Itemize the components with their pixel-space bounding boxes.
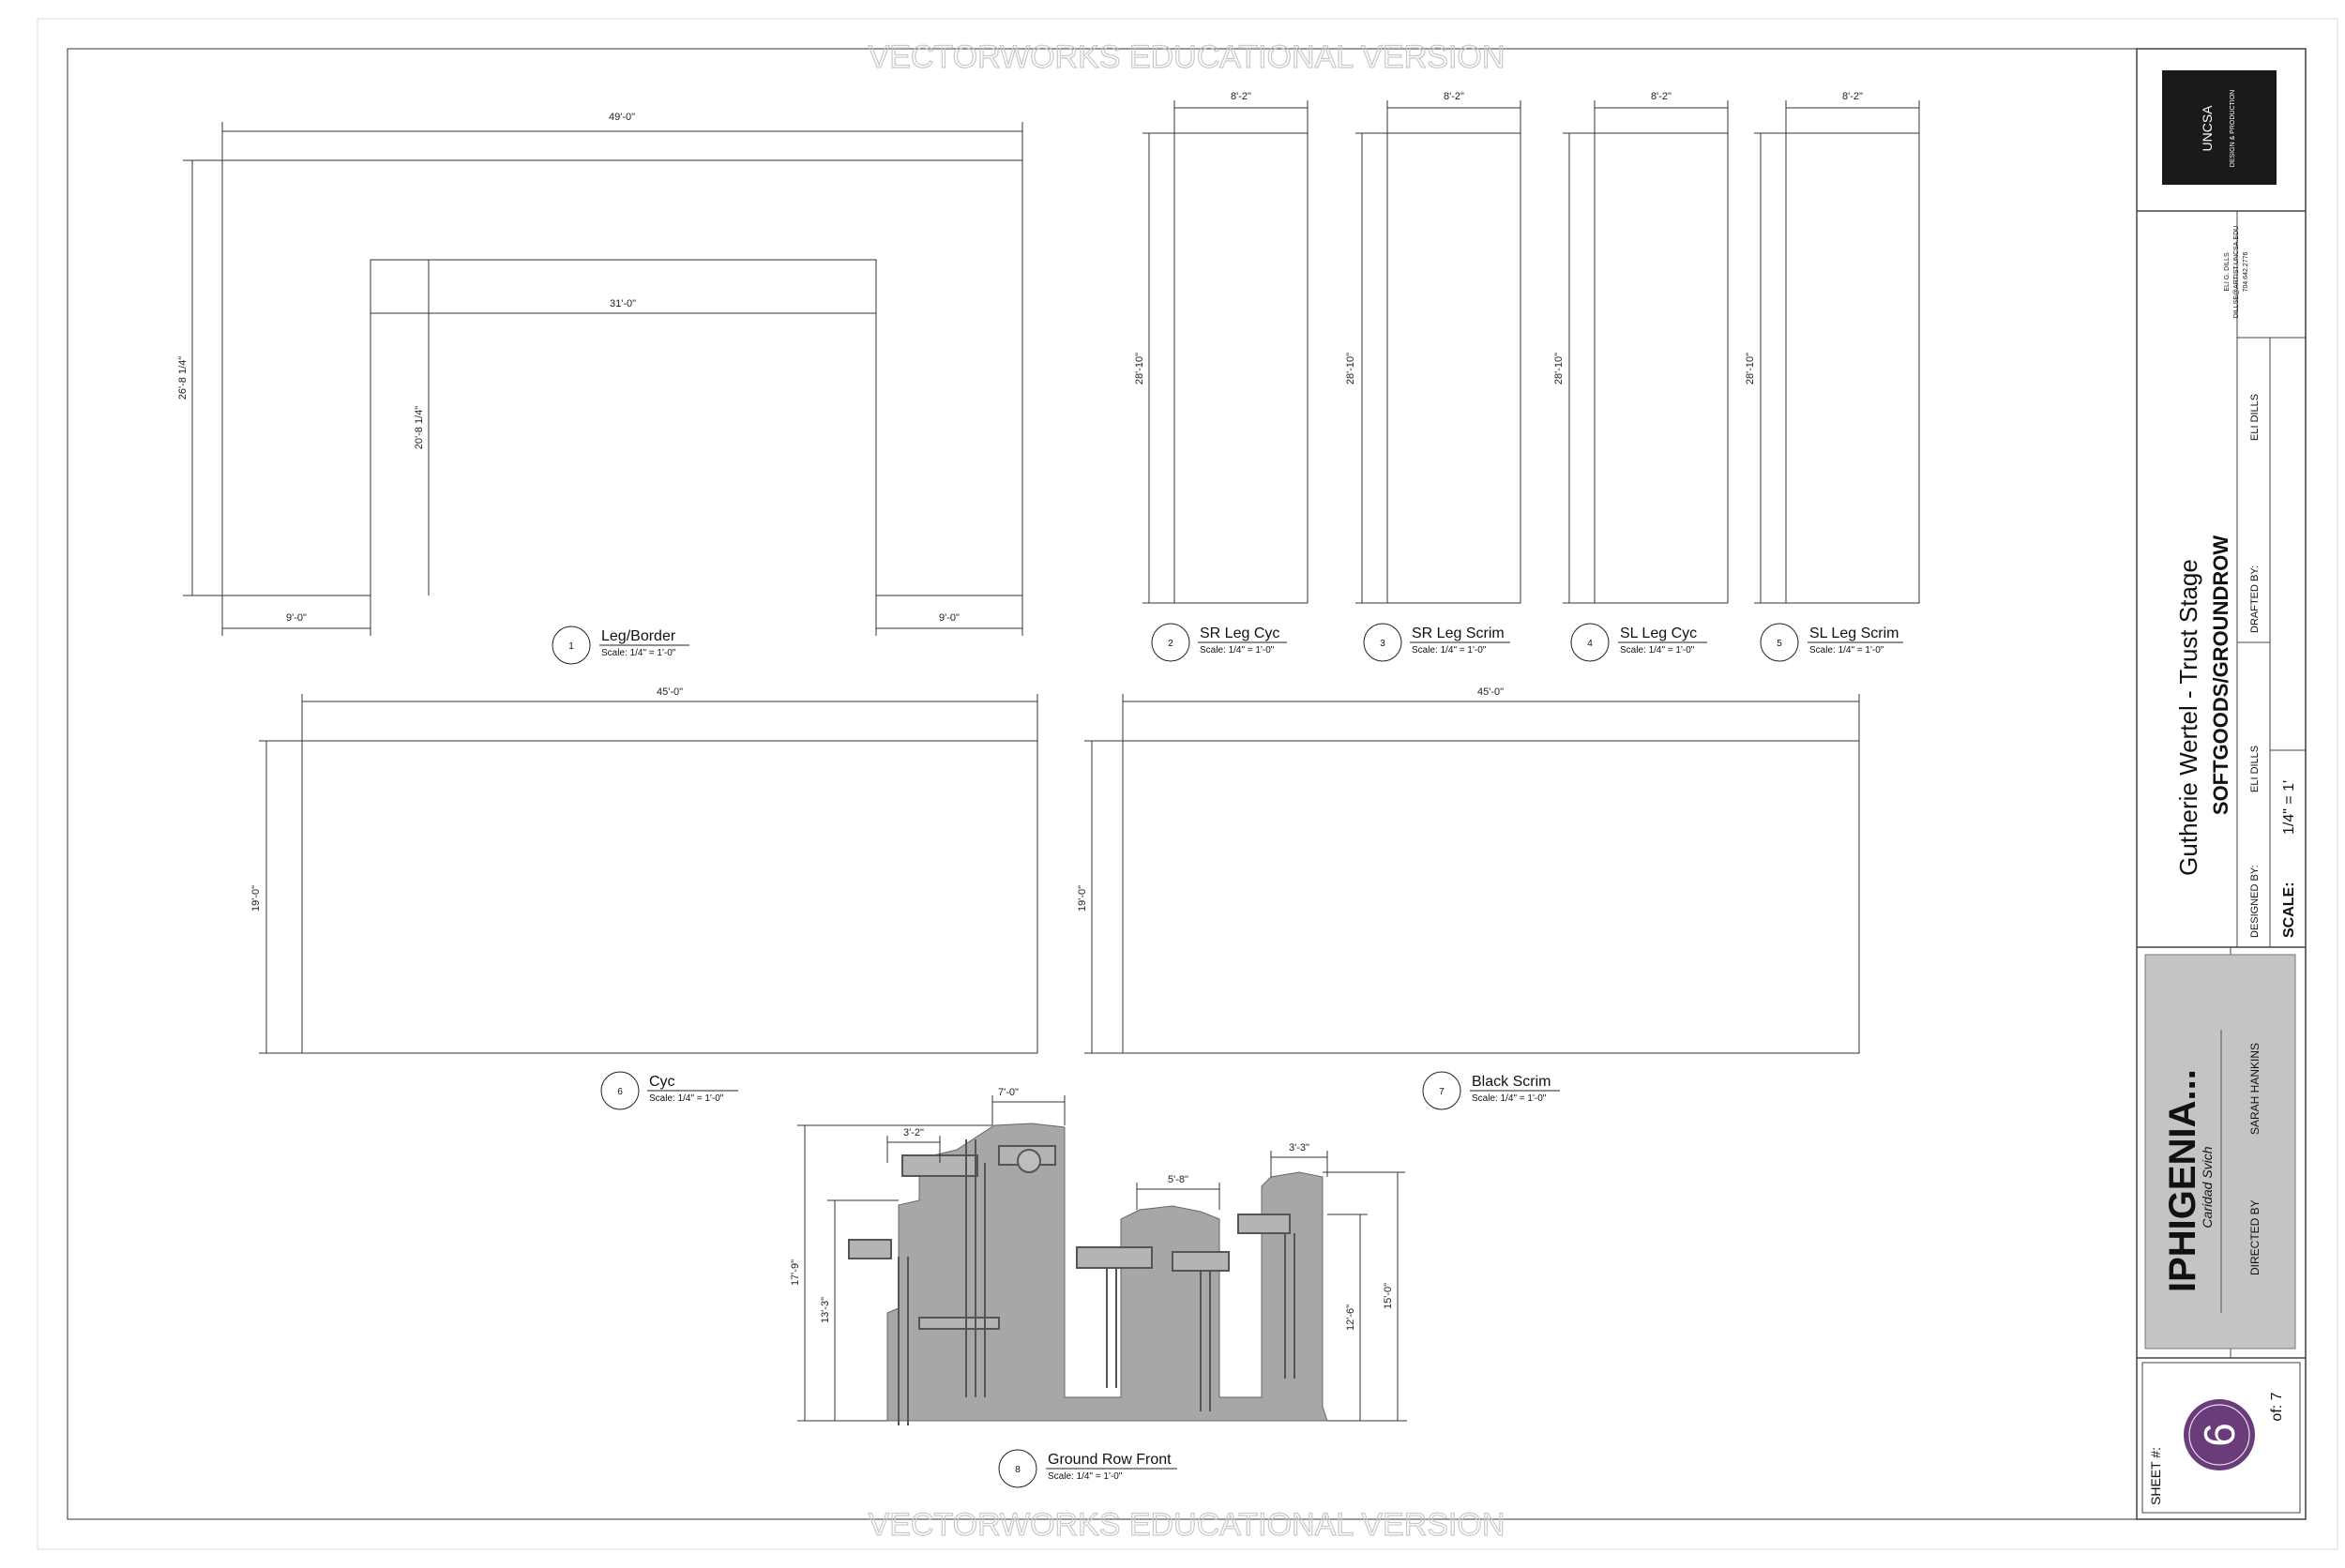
dim-gr-15ft: 15'-0" [1383,1283,1394,1309]
drafted-by-value: ELI DILLS [2249,394,2261,441]
label-drawing-6: 6 Cyc Scale: 1/4" = 1'-0" [600,1071,738,1110]
dim-gr-5ft8: 5'-8" [1168,1174,1188,1185]
svg-text:1: 1 [568,641,574,652]
dim-49ft: 49'-0" [609,112,635,123]
ground-row-silhouette [886,1123,1328,1422]
dim-cyc-w: 45'-0" [657,686,683,698]
svg-text:Scale: 1/4" = 1'-0": Scale: 1/4" = 1'-0" [1412,645,1487,656]
sheet-label: SHEET #: [2148,1447,2163,1505]
dim-gr-3ft2: 3'-2" [903,1127,924,1138]
dim-sr-leg-cyc-h: 28'-10" [1134,353,1145,384]
svg-text:4: 4 [1587,639,1593,649]
dim-sl-leg-scrim-w: 8'-2" [1842,91,1863,102]
director-name: SARAH HANKINS [2248,1043,2262,1135]
svg-text:Scale: 1/4" = 1'-0": Scale: 1/4" = 1'-0" [1200,645,1275,656]
dim-cyc-h: 19'-0" [250,885,262,912]
sheet-title: SOFTGOODS/GROUNDROW [2209,535,2232,815]
dim-gr-7ft: 7'-0" [998,1087,1019,1098]
label-drawing-1: 1 Leg/Border Scale: 1/4" = 1'-0" [552,626,689,665]
svg-text:704.642.2776: 704.642.2776 [2243,251,2249,292]
drawing-black-scrim [1084,694,1860,1054]
svg-text:Scale: 1/4" = 1'-0": Scale: 1/4" = 1'-0" [1809,645,1884,656]
watermark-top: VECTORWORKS EDUCATIONAL VERSION [869,39,1505,75]
venue-name: Gutherie Wertel - Trust Stage [2174,559,2202,876]
svg-text:Scale: 1/4" = 1'-0": Scale: 1/4" = 1'-0" [1472,1093,1547,1104]
dim-gr-13ft3: 13'-3" [820,1297,831,1323]
svg-text:DESIGN & PRODUCTION: DESIGN & PRODUCTION [2230,90,2236,167]
svg-text:SR Leg Cyc: SR Leg Cyc [1200,626,1279,641]
drawing-sr-leg-cyc [1142,100,1309,604]
leg-border-shape [221,159,1023,596]
dim-sr-leg-scrim-w: 8'-2" [1444,91,1464,102]
uncsa-logo: UNCSA DESIGN & PRODUCTION [2162,70,2277,185]
contact-info: ELI G. DILLS DILLSE@ARTIST.UNCSA.EDU 704… [2224,226,2249,318]
sheet-total: of: 7 [2269,1392,2285,1421]
svg-text:Scale: 1/4" = 1'-0": Scale: 1/4" = 1'-0" [649,1093,724,1104]
designed-by-value: ELI DILLS [2249,746,2261,792]
svg-text:ELI G. DILLS: ELI G. DILLS [2224,252,2231,292]
dim-31ft: 31'-0" [610,298,636,309]
directed-by-label: DIRECTED BY [2248,1199,2262,1275]
svg-text:6: 6 [617,1087,623,1097]
dim-black-scrim-w: 45'-0" [1477,686,1504,698]
drawing-sl-leg-cyc [1563,100,1729,604]
svg-text:UNCSA: UNCSA [2200,105,2215,152]
label-drawing-5: 5 SL Leg Scrim Scale: 1/4" = 1'-0" [1760,623,1903,662]
dim-sl-leg-scrim-h: 28'-10" [1745,353,1756,384]
scale-label: SCALE: [2281,882,2297,938]
dim-black-scrim-h: 19'-0" [1077,885,1088,912]
svg-text:2: 2 [1168,639,1173,649]
svg-text:Scale: 1/4" = 1'-0": Scale: 1/4" = 1'-0" [1048,1471,1123,1482]
svg-text:DILLSE@ARTIST.UNCSA.EDU: DILLSE@ARTIST.UNCSA.EDU [2233,226,2240,318]
drawing-sr-leg-scrim [1355,100,1521,604]
drawing-leg-border [183,122,1023,636]
label-drawing-2: 2 SR Leg Cyc Scale: 1/4" = 1'-0" [1151,623,1287,662]
svg-text:SL Leg Cyc: SL Leg Cyc [1620,626,1697,641]
svg-text:8: 8 [1015,1465,1021,1475]
drawing-ground-row [797,1095,1407,1425]
sheet-number-badge [2184,1399,2255,1470]
dim-sl-leg-cyc-w: 8'-2" [1651,91,1672,102]
svg-text:Cyc: Cyc [649,1074,675,1090]
label-drawing-3: 3 SR Leg Scrim Scale: 1/4" = 1'-0" [1363,623,1510,662]
svg-text:3: 3 [1380,639,1385,649]
dim-sl-leg-cyc-h: 28'-10" [1553,353,1565,384]
svg-text:Scale: 1/4" = 1'-0": Scale: 1/4" = 1'-0" [1620,645,1695,656]
dim-9ft-right: 9'-0" [939,612,960,624]
sheet-number: 6 [2195,1423,2244,1447]
watermark-bottom: VECTORWORKS EDUCATIONAL VERSION [869,1507,1505,1543]
label-drawing-8: 8 Ground Row Front Scale: 1/4" = 1'-0" [998,1449,1177,1488]
drawing-sl-leg-scrim [1754,100,1920,604]
scale-value: 1/4" = 1' [2281,780,2297,835]
drawing-cyc [259,694,1038,1054]
dim-9ft-left: 9'-0" [286,612,307,624]
svg-text:7: 7 [1439,1087,1445,1097]
show-title-panel: IPHIGENIA... Caridad Svich DIRECTED BY S… [2144,954,2296,1349]
show-title: IPHIGENIA... [2162,1069,2203,1292]
label-drawing-7: 7 Black Scrim Scale: 1/4" = 1'-0" [1422,1071,1560,1110]
svg-text:Leg/Border: Leg/Border [601,628,676,644]
label-drawing-4: 4 SL Leg Cyc Scale: 1/4" = 1'-0" [1570,623,1707,662]
sheet-number-block: SHEET #: 6 of: 7 [2148,1392,2285,1505]
svg-text:Scale: 1/4" = 1'-0": Scale: 1/4" = 1'-0" [601,648,676,658]
svg-text:Black Scrim: Black Scrim [1472,1074,1551,1090]
designed-by-label: DESIGNED BY: [2249,865,2261,938]
dim-sr-leg-scrim-h: 28'-10" [1345,353,1356,384]
dim-gr-3ft3: 3'-3" [1289,1142,1309,1153]
dim-gr-17ft9: 17'-9" [790,1259,801,1286]
outer-border [37,18,2338,1550]
dim-gr-12ft6: 12'-6" [1345,1304,1356,1331]
svg-text:SR Leg Scrim: SR Leg Scrim [1412,626,1505,641]
playwright: Caridad Svich [2200,1146,2215,1228]
svg-text:Ground Row Front: Ground Row Front [1048,1452,1172,1468]
dim-26ft: 26'-8 1/4" [177,356,189,400]
svg-text:5: 5 [1777,639,1782,649]
dim-sr-leg-cyc-w: 8'-2" [1231,91,1251,102]
dim-20ft: 20'-8 1/4" [414,406,425,449]
drafted-by-label: DRAFTED BY: [2249,565,2261,633]
svg-text:SL Leg Scrim: SL Leg Scrim [1809,626,1899,641]
